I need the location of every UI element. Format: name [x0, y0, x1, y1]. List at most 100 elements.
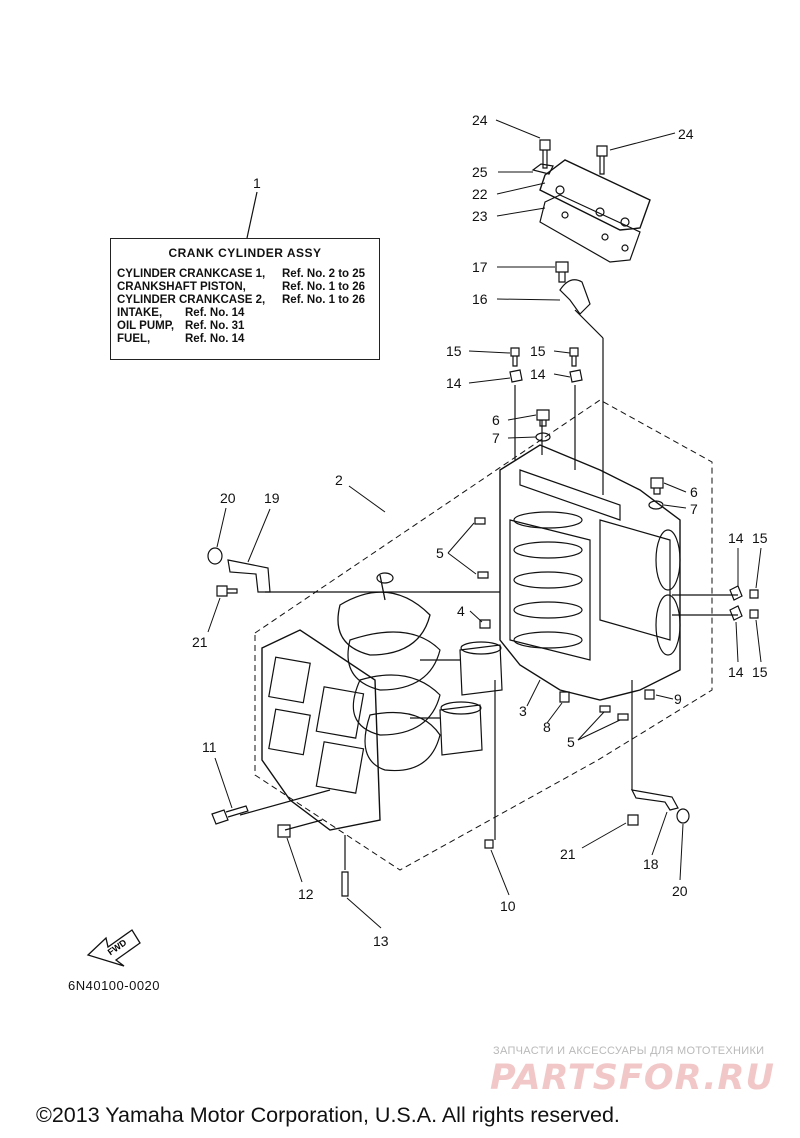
callout: 14	[728, 664, 744, 680]
callout: 8	[543, 719, 551, 735]
callout: 13	[373, 933, 389, 949]
legend-row-name: CYLINDER CRANKCASE 1,	[117, 268, 266, 280]
callout: 15	[752, 664, 768, 680]
bolt-24-left	[539, 139, 551, 169]
callout: 14	[446, 375, 462, 391]
bolt-21-right	[627, 814, 639, 826]
clip-14-right-a	[729, 585, 743, 601]
bolt-15-right-b	[749, 609, 759, 619]
legend-row: CRANKSHAFT PISTON, Ref. No. 1 to 26	[117, 281, 373, 294]
legend-row-ref: Ref. No. 2 to 25	[282, 268, 366, 280]
diagram-code: 6N40100-0020	[68, 978, 161, 993]
fitting-5-upper-b	[477, 571, 489, 579]
callout: 15	[752, 530, 768, 546]
plug-9	[644, 689, 655, 700]
legend-row-name: CYLINDER CRANKCASE 2,	[117, 294, 266, 306]
callout: 21	[560, 846, 576, 862]
piston-upper	[459, 644, 503, 696]
callout: 24	[472, 112, 488, 128]
bracket-18	[630, 789, 679, 811]
callout: 20	[672, 883, 688, 899]
legend-box: CRANK CYLINDER ASSY CYLINDER CRANKCASE 1…	[110, 238, 380, 360]
plug-12	[277, 824, 291, 838]
callout: 23	[472, 208, 488, 224]
callout: 6	[492, 412, 500, 428]
bracket-16	[559, 279, 591, 315]
callout: 14	[728, 530, 744, 546]
nipple-4	[479, 619, 491, 629]
legend-row-name: INTAKE,	[117, 307, 163, 319]
legend-row: OIL PUMP, Ref. No. 31	[117, 320, 373, 333]
callout: 6	[690, 484, 698, 500]
legend-row-ref: Ref. No. 14	[185, 307, 245, 319]
fwd-arrow-icon: FWD	[86, 929, 141, 967]
pin-10	[484, 839, 494, 849]
legend-row-ref: Ref. No. 14	[185, 333, 245, 345]
grommet-20-right	[676, 808, 690, 824]
callout: 21	[192, 634, 208, 650]
bolt-17	[555, 261, 569, 283]
clip-14-b	[569, 369, 583, 383]
washer-7-a	[535, 432, 551, 442]
legend-row: INTAKE, Ref. No. 14	[117, 307, 373, 320]
leader-1	[246, 191, 258, 239]
callout: 15	[530, 343, 546, 359]
bolt-6-a	[536, 409, 550, 427]
crankcase	[261, 629, 381, 831]
callout: 12	[298, 886, 314, 902]
legend-row-name: OIL PUMP,	[117, 320, 175, 332]
callout: 22	[472, 186, 488, 202]
callout: 14	[530, 366, 546, 382]
callout-legend-ref: 1	[253, 175, 261, 191]
legend-row-ref: Ref. No. 1 to 26	[282, 281, 366, 293]
callout-numbers: 24 24 25 22 23 17 16 15 15 14 14 6 7 6 7…	[192, 112, 768, 949]
legend-row-name: CRANKSHAFT PISTON,	[117, 281, 246, 293]
watermark-logo: PARTSFOR.RU	[490, 1058, 775, 1098]
callout: 20	[220, 490, 236, 506]
clip-14-a	[509, 369, 523, 383]
callout: 7	[492, 430, 500, 446]
plug-8	[559, 691, 570, 703]
callout: 16	[472, 291, 488, 307]
legend-title: CRANK CYLINDER ASSY	[168, 246, 322, 260]
fitting-5-lower-b	[617, 713, 629, 721]
stud-13	[341, 871, 349, 897]
legend-row-ref: Ref. No. 31	[185, 320, 245, 332]
callout: 18	[643, 856, 659, 872]
fitting-5-upper-a	[474, 517, 486, 525]
bolt-24-right	[596, 145, 608, 175]
callout: 3	[519, 703, 527, 719]
callout: 7	[690, 501, 698, 517]
legend-row: FUEL,Ref. No. 14	[117, 333, 373, 346]
callout: 5	[567, 734, 575, 750]
cylinder-block	[499, 444, 681, 701]
fitting-5-lower-a	[599, 705, 611, 713]
crankshaft	[337, 574, 431, 656]
bolt-11	[211, 805, 249, 825]
callout: 24	[678, 126, 694, 142]
grommet-20-left	[207, 547, 223, 565]
bolt-6-b	[650, 477, 664, 495]
callout: 19	[264, 490, 280, 506]
piston-lower	[439, 704, 483, 756]
callout: 2	[335, 472, 343, 488]
callout: 4	[457, 603, 465, 619]
clip-14-right-b	[729, 605, 743, 621]
bolt-15-b	[569, 347, 579, 367]
legend-row: CYLINDER CRANKCASE 2, Ref. No. 1 to 26	[117, 294, 373, 307]
bracket-19	[227, 559, 271, 593]
callout: 15	[446, 343, 462, 359]
clip-25	[531, 163, 554, 175]
bolt-21-left	[216, 585, 238, 597]
callout: 11	[202, 739, 217, 755]
watermark-tagline: ЗАПЧАСТИ И АКСЕССУАРЫ ДЛЯ МОТОТЕХНИКИ	[493, 1045, 765, 1057]
legend-row-ref: Ref. No. 1 to 26	[282, 294, 366, 306]
bolt-15-right-a	[749, 589, 759, 599]
legend-row: CYLINDER CRANKCASE 1, Ref. No. 2 to 25	[117, 268, 373, 281]
washer-7-b	[648, 500, 664, 510]
bolt-15-a	[510, 347, 520, 367]
callout: 9	[674, 691, 682, 707]
copyright-notice: ©2013 Yamaha Motor Corporation, U.S.A. A…	[36, 1103, 620, 1127]
callout: 17	[472, 259, 488, 275]
